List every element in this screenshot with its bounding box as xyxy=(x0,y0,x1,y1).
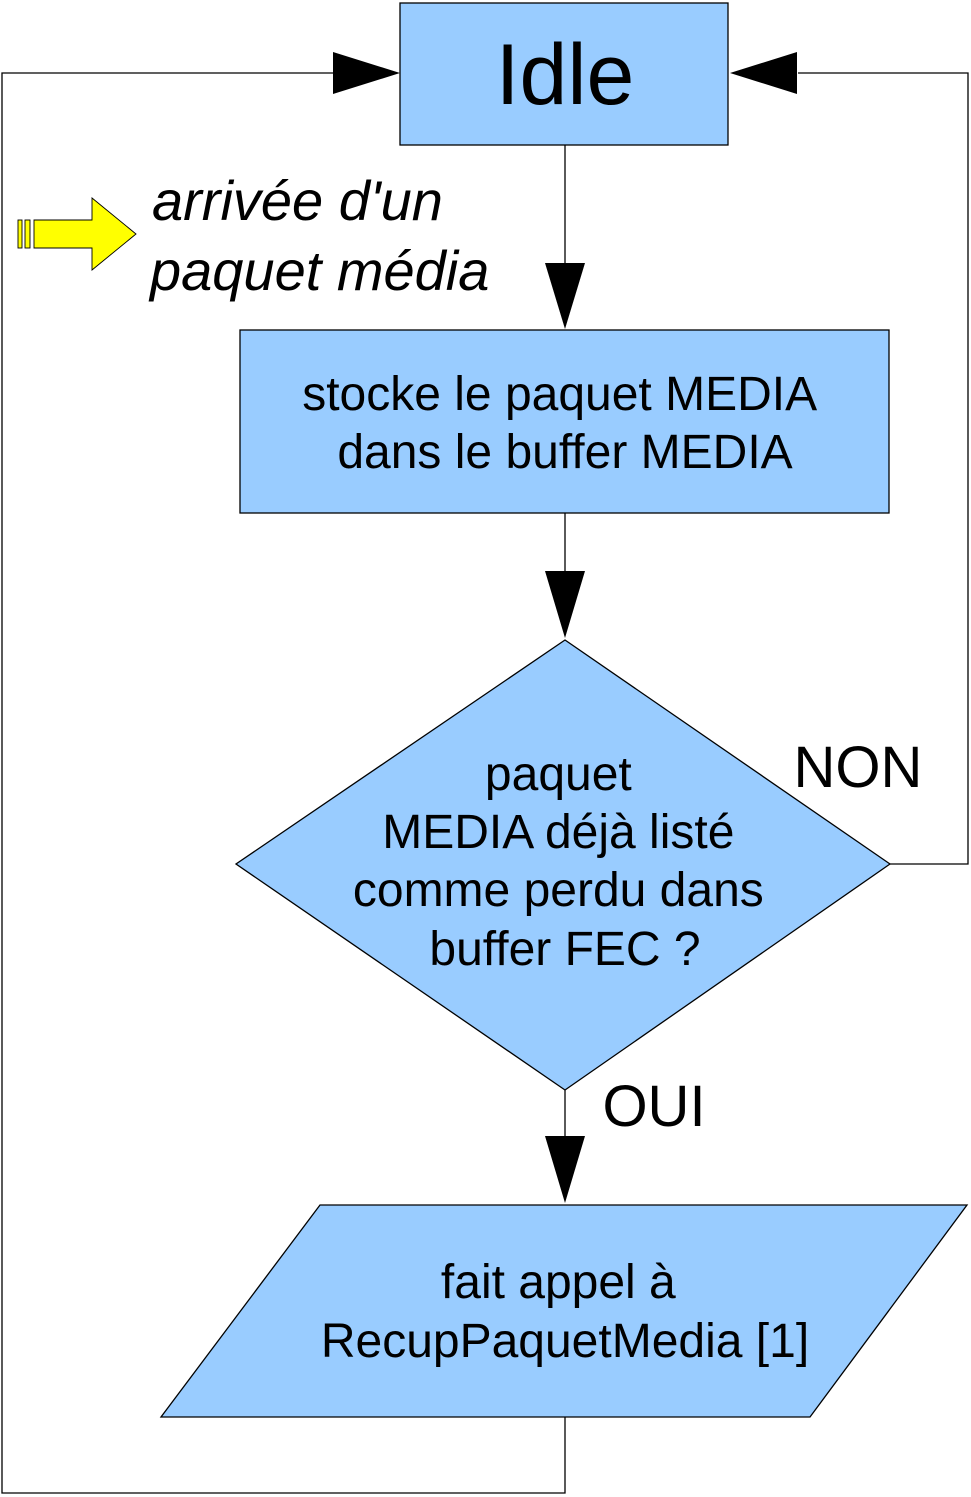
arrowhead-into-idle-right xyxy=(730,52,797,94)
recover-parallelogram xyxy=(159,1204,969,1418)
idle-box xyxy=(399,2,729,146)
event-label: arrivée d'un paquet média xyxy=(148,169,489,302)
recover-label: fait appel à RecupPaquetMedia [1] xyxy=(321,1256,809,1368)
arrowhead-into-decision xyxy=(545,571,585,638)
arrowheads xyxy=(333,52,797,1203)
store-node: stocke le paquet MEDIA dans le buffer ME… xyxy=(239,329,890,514)
decision-label-line-4: buffer FEC ? xyxy=(429,923,700,976)
store-label-line-1: stocke le paquet MEDIA xyxy=(302,368,817,421)
idle-node: Idle xyxy=(399,2,729,146)
arrowhead-into-idle-left xyxy=(333,52,400,94)
no-branch-label: NON xyxy=(794,735,923,800)
decision-label-line-1: paquet xyxy=(485,748,632,801)
event-label-line-1: arrivée d'un xyxy=(152,169,443,232)
store-box xyxy=(239,329,890,514)
connectors xyxy=(1,72,969,1494)
recover-node: fait appel à RecupPaquetMedia [1] xyxy=(159,1204,969,1418)
decision-label-line-3: comme perdu dans xyxy=(353,864,764,917)
idle-label: Idle xyxy=(496,27,635,123)
decision-node: paquet MEDIA déjà listé comme perdu dans… xyxy=(234,639,892,1091)
store-label: stocke le paquet MEDIA dans le buffer ME… xyxy=(302,368,828,479)
yes-branch-label: OUI xyxy=(602,1074,705,1139)
decision-label: paquet MEDIA déjà listé comme perdu dans… xyxy=(353,748,777,976)
arrowhead-into-recover xyxy=(545,1136,585,1203)
idle-label-line-1: Idle xyxy=(496,27,635,123)
arrowhead-into-store xyxy=(545,263,585,329)
yellow-arrow-icon xyxy=(17,197,137,271)
store-label-line-2: dans le buffer MEDIA xyxy=(337,426,792,479)
connector-return-loop xyxy=(1,72,566,1494)
event-trigger: arrivée d'un paquet média xyxy=(17,169,489,302)
connector-no-loop xyxy=(798,72,969,865)
decision-diamond xyxy=(234,639,892,1091)
recover-label-line-2: RecupPaquetMedia [1] xyxy=(321,1315,809,1368)
recover-label-line-1: fait appel à xyxy=(441,1256,676,1309)
decision-label-line-2: MEDIA déjà listé xyxy=(382,806,734,859)
event-label-line-2: paquet média xyxy=(148,239,489,302)
